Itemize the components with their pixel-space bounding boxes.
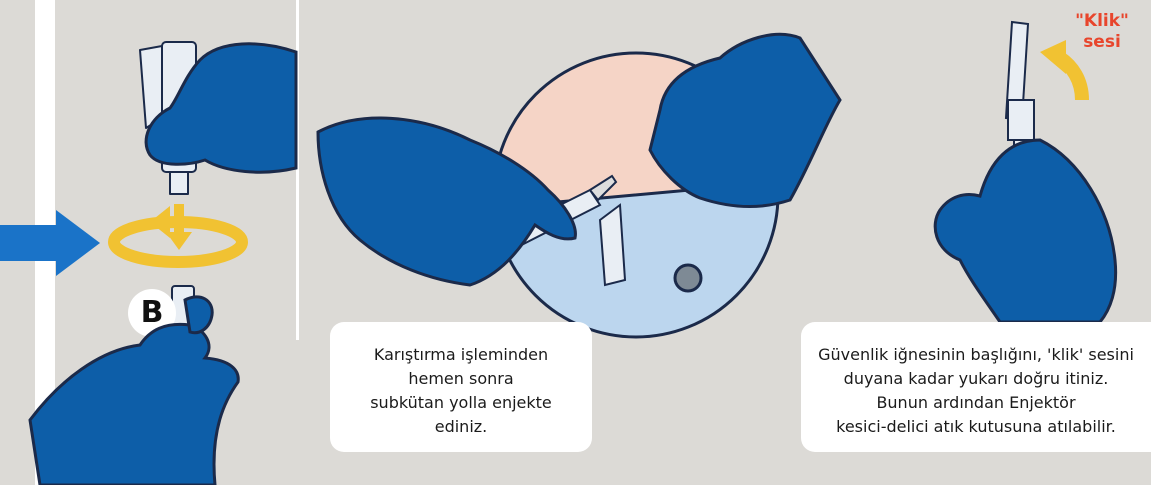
callout-right-line-2: duyana kadar yukarı doğru itiniz. <box>801 367 1151 391</box>
callout-left-line-2: hemen sonra <box>340 367 582 391</box>
right-glove <box>935 140 1115 322</box>
callout-left-line-3: subkütan yolla enjekte <box>340 391 582 415</box>
callout-right-line-4: kesici-delici atık kutusuna atılabilir. <box>801 415 1151 439</box>
rotate-arrow-icon <box>114 204 242 262</box>
callout-right-line-3: Bunun ardından Enjektör <box>801 391 1151 415</box>
callout-left-line-4: ediniz. <box>340 415 582 439</box>
lower-left-glove <box>30 324 238 485</box>
click-sound-line1: "Klik" <box>1062 11 1142 32</box>
click-sound-line2: sesi <box>1062 32 1142 53</box>
click-sound-label: "Klik" sesi <box>1062 11 1142 53</box>
callout-right-line-1: Güvenlik iğnesinin başlığını, 'klik' ses… <box>801 343 1151 367</box>
step-b-label: B <box>128 289 176 337</box>
safety-needle-instruction-callout: Güvenlik iğnesinin başlığını, 'klik' ses… <box>801 322 1151 452</box>
callout-left-line-1: Karıştırma işleminden <box>340 343 582 367</box>
lower-left-finger <box>185 297 212 333</box>
injection-instruction-callout: Karıştırma işleminden hemen sonra subküt… <box>330 322 592 452</box>
